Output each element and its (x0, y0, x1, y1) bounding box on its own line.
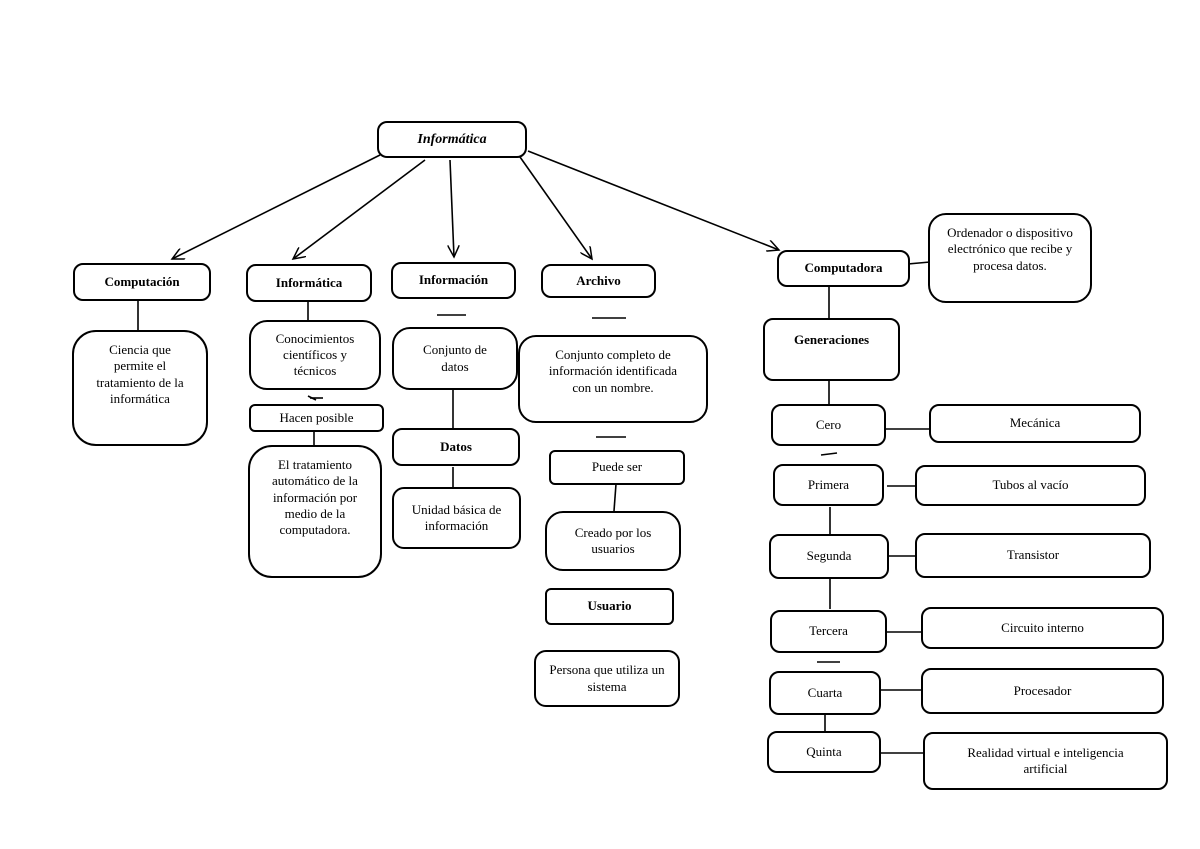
informatica-result: El tratamiento automático de la informac… (248, 445, 382, 578)
generation-primera: Primera (773, 464, 884, 506)
generation-quinta-tech: Realidad virtual e inteligencia artifici… (923, 732, 1168, 790)
archivo-title: Archivo (541, 264, 656, 298)
usuario-title: Usuario (545, 588, 674, 625)
generation-segunda: Segunda (769, 534, 889, 579)
informatica-connector: Hacen posible (249, 404, 384, 432)
datos-title: Datos (392, 428, 520, 466)
generation-primera-tech: Tubos al vacío (915, 465, 1146, 506)
archivo-connector: Puede ser (549, 450, 685, 485)
arrow-to-computacion (172, 154, 381, 259)
computacion-title: Computación (73, 263, 211, 301)
generation-quinta: Quinta (767, 731, 881, 773)
generation-cero-tech: Mecánica (929, 404, 1141, 443)
datos-definition: Unidad básica de información (392, 487, 521, 549)
generation-cero: Cero (771, 404, 886, 446)
computadora-title: Computadora (777, 250, 910, 287)
arrow-to-computadora (527, 150, 779, 250)
arrow-to-informatica (293, 159, 426, 259)
archivo-definition: Conjunto completo de información identif… (518, 335, 708, 423)
computacion-definition: Ciencia que permite el tratamiento de la… (72, 330, 208, 446)
informatica-title: Informática (246, 264, 372, 302)
generation-cuarta: Cuarta (769, 671, 881, 715)
generation-cuarta-tech: Procesador (921, 668, 1164, 714)
arrow-to-informacion (450, 159, 454, 257)
generation-tercera-tech: Circuito interno (921, 607, 1164, 649)
root-node: Informática (377, 121, 527, 158)
usuario-definition: Persona que utiliza un sistema (534, 650, 680, 707)
arrow-to-archivo (519, 156, 592, 259)
generation-tercera: Tercera (770, 610, 887, 653)
generation-segunda-tech: Transistor (915, 533, 1151, 578)
informacion-title: Información (391, 262, 516, 299)
computadora-definition: Ordenador o dispositivo electrónico que … (928, 213, 1092, 303)
archivo-result: Creado por los usuarios (545, 511, 681, 571)
informacion-definition: Conjunto de datos (392, 327, 518, 390)
informatica-definition: Conocimientos científicos y técnicos (249, 320, 381, 390)
generaciones-title: Generaciones (763, 318, 900, 381)
